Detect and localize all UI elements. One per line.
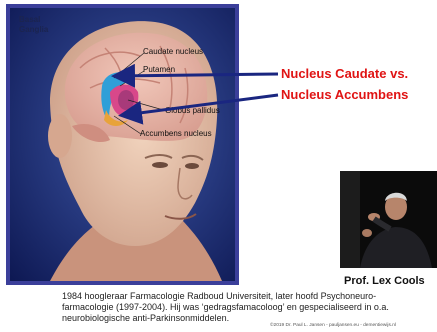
bio-line-2: farmacologie (1997-2004). Hij was ‘gedra… — [62, 302, 434, 313]
putamen-label: Putamen — [143, 65, 175, 74]
callout-caudate: Nucleus Caudate vs. — [281, 66, 408, 81]
globus-pallidus-label: Globus pallidus — [165, 106, 220, 115]
professor-photo — [340, 171, 437, 268]
panel-title-line1: Basal — [19, 15, 40, 24]
caudate-nucleus-label: Caudate nucleus — [143, 47, 203, 56]
callout-accumbens: Nucleus Accumbens — [281, 87, 408, 102]
professor-caption: Prof. Lex Cools — [344, 275, 425, 287]
bio-line-1: 1984 hoogleraar Farmacologie Radboud Uni… — [62, 291, 434, 302]
biography-text: 1984 hoogleraar Farmacologie Radboud Uni… — [62, 291, 434, 325]
copyright-notice: ©2019 Dr. Paul L. Jansen - pauljansen.eu… — [270, 323, 396, 328]
person-silhouette — [340, 171, 437, 268]
accumbens-nucleus-label: Accumbens nucleus — [140, 129, 212, 138]
panel-title-line2: Ganglia — [19, 25, 48, 34]
basal-ganglia-illustration: Basal Ganglia Caudate nucleus Putamen Gl… — [6, 4, 239, 285]
